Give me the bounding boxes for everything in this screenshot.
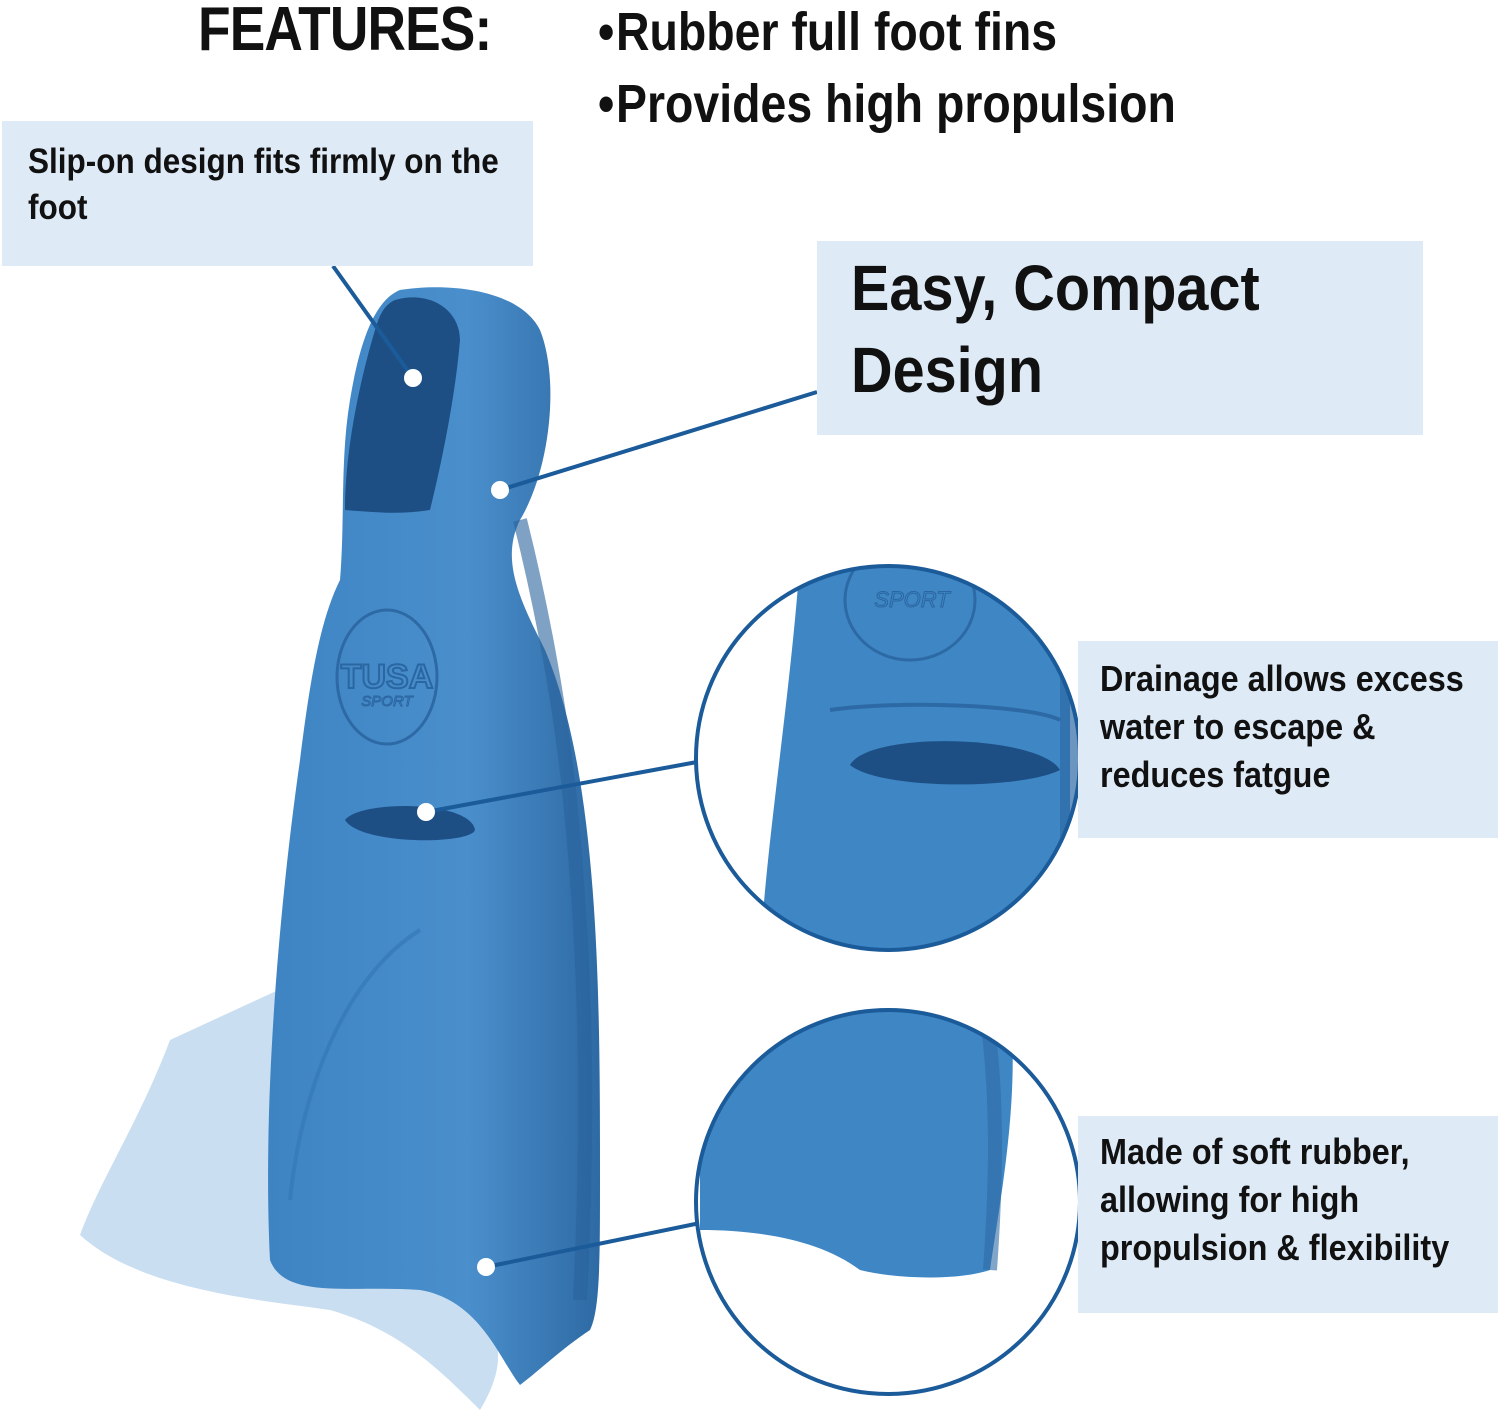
zoom-circle-drainage: SPORT — [694, 564, 1082, 952]
logo-sub-text: SPORT — [361, 693, 414, 710]
foot-pocket-opening — [345, 297, 460, 513]
logo-emboss — [335, 608, 439, 746]
blade-channel — [288, 928, 422, 1201]
feature-item-propulsion: Provides high propulsion — [598, 68, 1176, 140]
callout-slipon: Slip-on design fits firmly on the foot — [2, 121, 533, 266]
fin-side-ridge — [513, 518, 593, 1301]
leader-dot-compact — [491, 481, 509, 499]
callout-drainage-text: Drainage allows excess water to escape &… — [1100, 658, 1464, 795]
features-list: Rubber full foot fins Provides high prop… — [598, 0, 1270, 140]
leader-dot-drainage — [417, 803, 435, 821]
callout-rubber-text: Made of soft rubber, allowing for high p… — [1100, 1131, 1450, 1268]
features-heading: FEATURES: — [198, 0, 492, 64]
leader-line-drainage — [425, 760, 698, 814]
feature-item-rubber-fins: Rubber full foot fins — [598, 0, 1176, 68]
zoom-circle-rubber — [694, 1008, 1082, 1396]
logo-brand-text: TUSA — [341, 658, 434, 696]
leader-line-compact — [499, 390, 818, 492]
leader-line-slipon — [331, 264, 415, 380]
leader-line-rubber — [485, 1220, 706, 1269]
callout-compact: Easy, Compact Design — [817, 241, 1423, 435]
callout-compact-text: Easy, Compact Design — [851, 252, 1260, 406]
callout-drainage: Drainage allows excess water to escape &… — [1078, 641, 1498, 838]
callout-slipon-text: Slip-on design fits firmly on the foot — [28, 142, 499, 227]
callout-rubber: Made of soft rubber, allowing for high p… — [1078, 1116, 1498, 1313]
drainage-hole — [345, 806, 475, 841]
zoom-logo-sub: SPORT — [874, 587, 951, 612]
leader-dot-rubber — [477, 1258, 495, 1276]
leader-dot-slipon — [404, 369, 422, 387]
